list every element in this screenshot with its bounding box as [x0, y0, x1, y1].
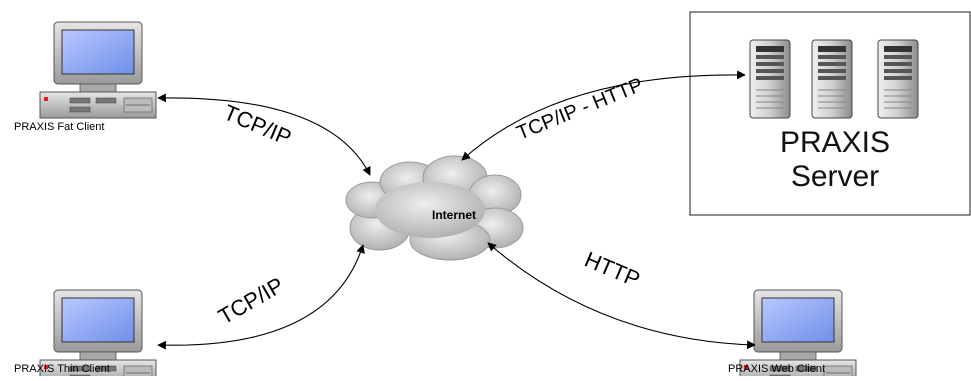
thin-client-connection-label: TCP/IP	[214, 272, 288, 329]
thin-client-connection-arrow	[157, 244, 365, 350]
fat-client-label: PRAXIS Fat Client	[14, 121, 105, 133]
server-icon	[811, 39, 853, 119]
web-client-label: PRAXIS Web Client	[728, 363, 826, 375]
server-connection-label: TCP/IP - HTTP	[514, 74, 647, 145]
server-connection-arrow	[461, 70, 746, 161]
server-icon	[749, 39, 791, 119]
fat-client-computer-icon	[39, 21, 157, 119]
thin-client-label: PRAXIS Thin Client	[14, 363, 110, 375]
server-title-line2: Server	[790, 160, 880, 193]
fat-client-connection-label: TCP/IP	[220, 100, 295, 151]
internet-label: Internet	[432, 208, 476, 222]
server-title: PRAXIS Server	[745, 126, 925, 194]
internet-cloud-icon	[345, 155, 524, 261]
server-icon	[877, 39, 919, 119]
server-title-line1: PRAXIS	[779, 126, 891, 159]
fat-client-connection-arrow	[157, 93, 371, 176]
web-client-connection-label: HTTP	[581, 247, 644, 292]
web-client-connection-arrow	[487, 242, 756, 350]
